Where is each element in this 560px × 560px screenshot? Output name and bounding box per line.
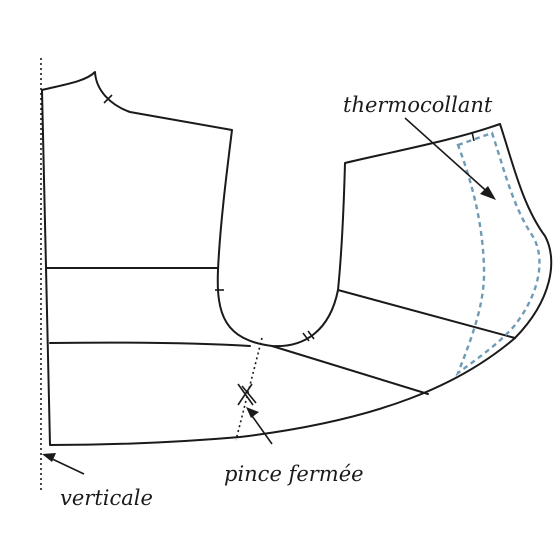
dart-arrow — [249, 412, 273, 445]
pattern-outline — [41, 71, 553, 446]
notch-sleeve-top — [471, 131, 475, 142]
closed-dart-label: pince fermée — [224, 462, 364, 486]
interfacing-arrow — [404, 117, 493, 197]
interfacing-area — [455, 131, 541, 377]
notch-neck — [103, 94, 113, 104]
notch-underarm-2 — [307, 330, 315, 340]
sleeve-line-lower — [271, 345, 429, 395]
waist-line — [49, 341, 251, 347]
sleeve-line-upper — [337, 289, 516, 339]
closed-dart-mark — [237, 383, 257, 406]
dart-arrowhead — [246, 407, 259, 418]
vertical-arrowhead — [42, 453, 56, 462]
interfacing-label: thermocollant — [343, 93, 493, 117]
notch-underarm-1 — [302, 332, 310, 342]
interfacing-arrowhead — [480, 186, 496, 200]
vertical-label: verticale — [60, 486, 153, 510]
vertical-arrow — [47, 456, 85, 475]
